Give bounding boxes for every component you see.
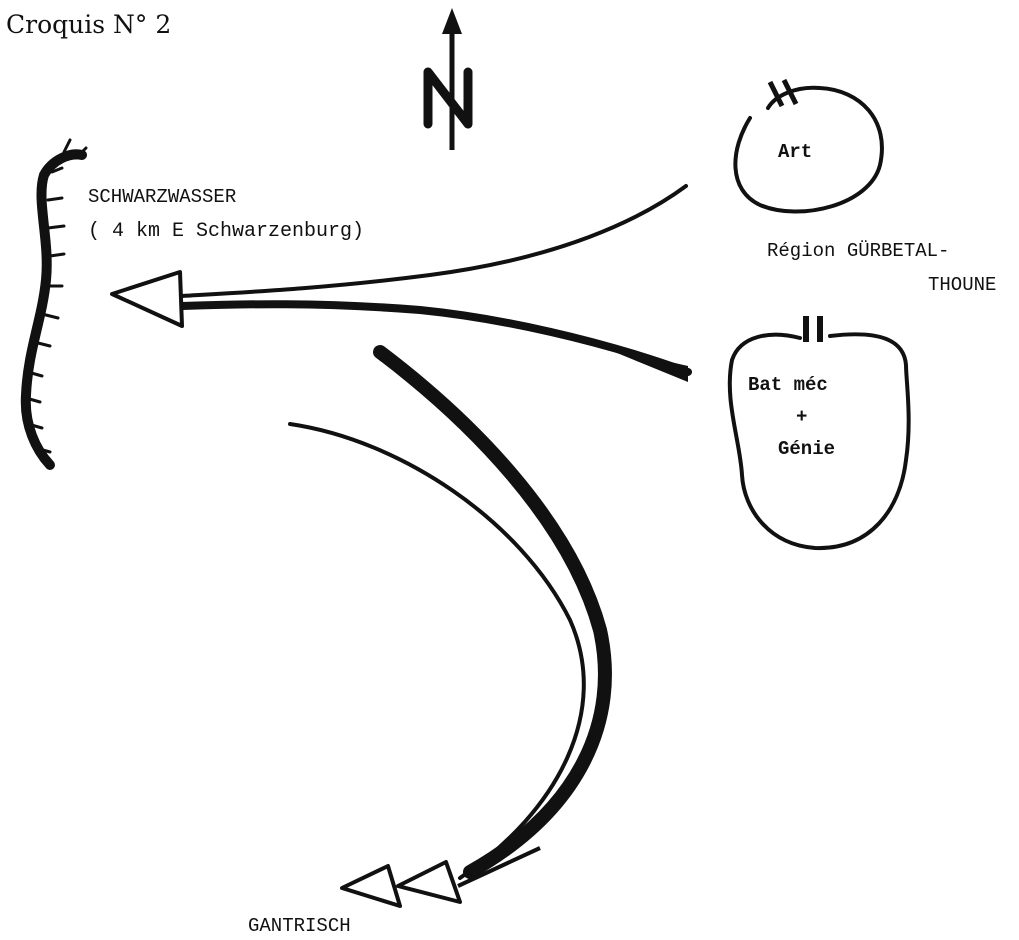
south-arrowheads xyxy=(340,860,462,908)
label-bat-mec: Bat méc xyxy=(748,374,828,396)
sketch-title: Croquis N° 2 xyxy=(6,10,172,39)
route-south-thin xyxy=(288,422,586,880)
route-main xyxy=(178,300,692,376)
label-genie: Génie xyxy=(778,438,836,460)
label-art: Art xyxy=(778,141,813,163)
north-arrow-icon xyxy=(423,8,473,150)
west-arrowhead xyxy=(110,270,184,328)
route-south-thick xyxy=(373,345,612,879)
label-schwarzwasser-sub: ( 4 km E Schwarzenburg) xyxy=(88,220,365,243)
label-thoune: THOUNE xyxy=(928,274,997,296)
artillery-unit-symbol xyxy=(733,78,884,214)
label-region: Région GÜRBETAL- xyxy=(767,240,950,262)
river-line xyxy=(20,138,88,470)
label-schwarzwasser: SCHWARZWASSER xyxy=(88,186,237,208)
label-plus: + xyxy=(796,406,808,428)
route-north xyxy=(180,184,688,298)
label-gantrisch: GANTRISCH xyxy=(248,915,351,937)
mech-battalion-unit-symbol xyxy=(727,316,911,551)
